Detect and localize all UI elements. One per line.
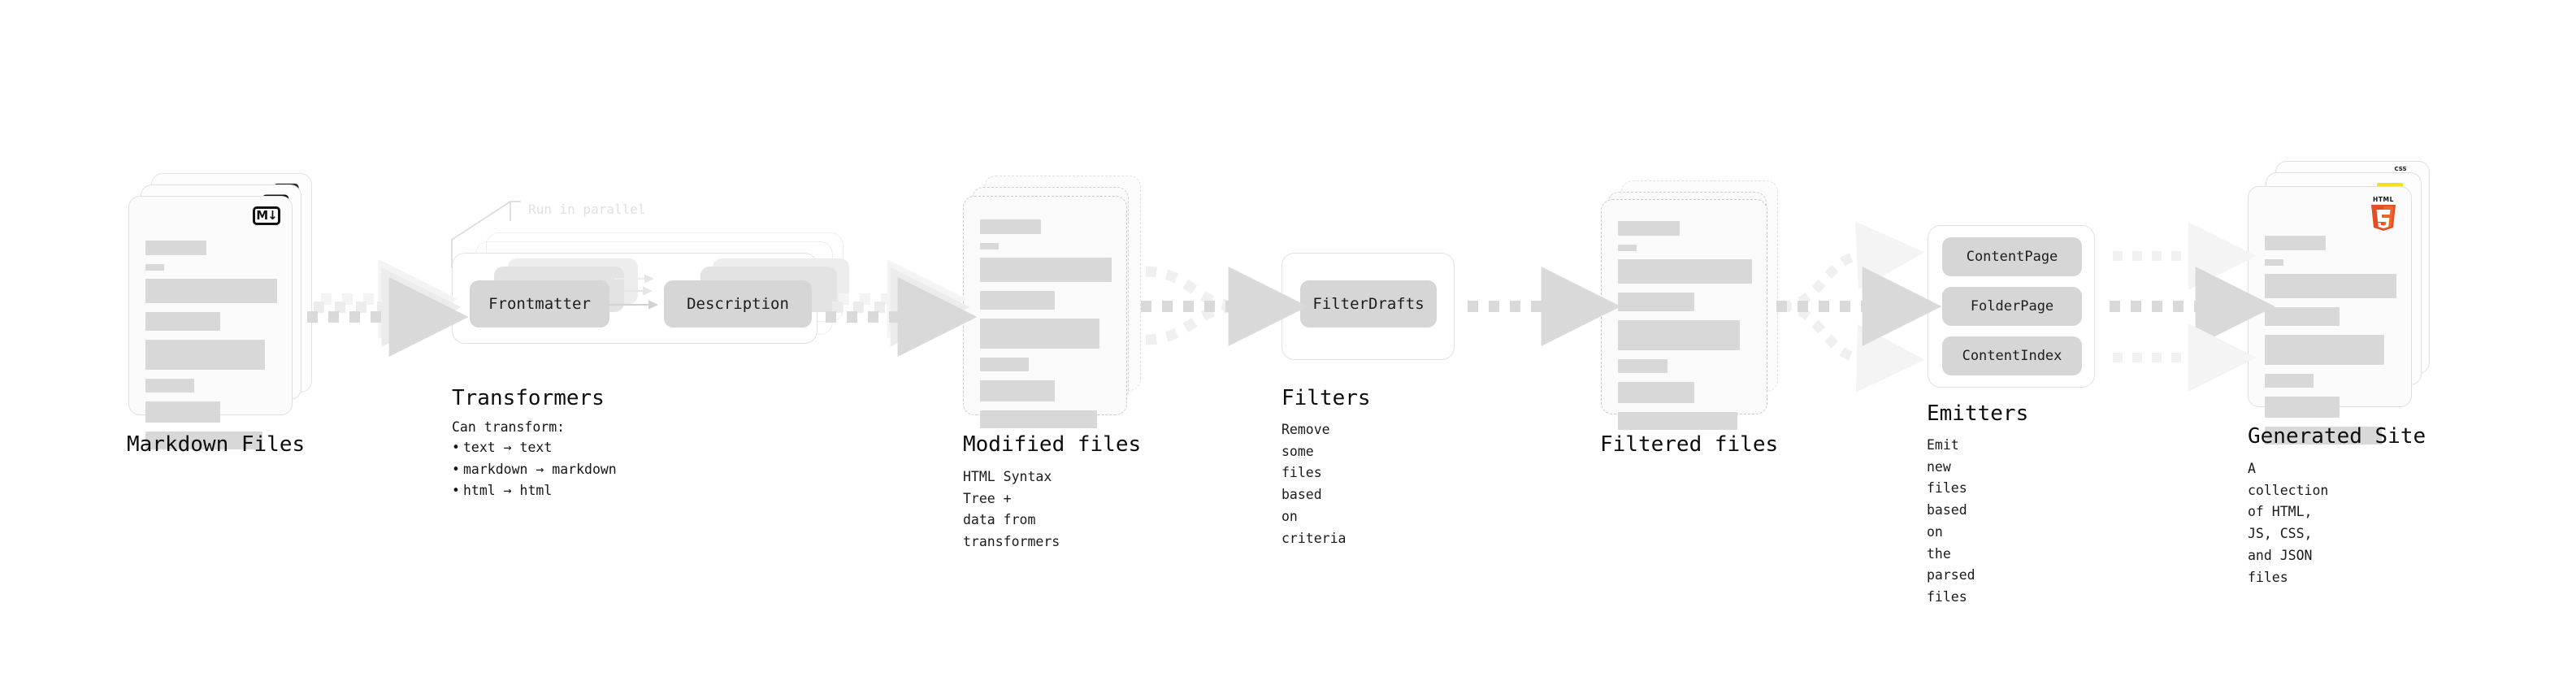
emitter-chip-folderpage[interactable]: FolderPage (1942, 287, 2082, 326)
html5-logo-icon: HTML (2369, 195, 2398, 231)
doc-content-lines (980, 219, 1112, 437)
doc-content-lines (145, 241, 277, 458)
generated-card-front: HTML (2248, 186, 2412, 445)
emitter-chip-contentindex[interactable]: ContentIndex (1942, 336, 2082, 375)
stage-title-markdown-files: Markdown Files (127, 432, 306, 457)
stage-title-transformers: Transformers (452, 386, 605, 410)
arrow-emitters-to-site (2110, 222, 2275, 392)
doc-content-lines (1618, 221, 1752, 439)
markdown-card-front: M↓ (128, 196, 293, 449)
bullet-item: html → html (452, 480, 617, 502)
transformer-chip-description[interactable]: Description (664, 280, 812, 327)
doc-content-lines (2265, 236, 2396, 453)
stage-title-modified-files: Modified files (963, 432, 1142, 457)
stage-title-filtered-files: Filtered files (1600, 432, 1779, 457)
stage-title-emitters: Emitters (1927, 401, 2029, 426)
modified-card-front (963, 196, 1127, 428)
run-in-parallel-label: Run in parallel (528, 202, 646, 217)
stage-title-filters: Filters (1281, 386, 1371, 410)
arrow-markdown-to-transformers (307, 259, 469, 357)
transformers-bullet-list: Can transform: text → text markdown → ma… (452, 419, 617, 502)
stage-subtitle-modified-files: HTML Syntax Tree + data from transformer… (963, 469, 1060, 550)
bullets-header: Can transform: (452, 419, 566, 435)
bullet-item: text → text (452, 437, 617, 459)
filtered-card-front (1601, 199, 1767, 430)
arrow-modified-to-filters (1141, 266, 1308, 346)
arrow-filtered-to-emitters (1776, 221, 1942, 393)
stage-subtitle-filters: Remove some files based on criteria (1281, 422, 1347, 546)
markdown-badge-icon: M↓ (253, 206, 280, 225)
svg-text:HTML: HTML (2373, 196, 2394, 203)
transformer-chip-frontmatter[interactable]: Frontmatter (470, 280, 609, 327)
stage-title-generated-site: Generated Site (2248, 424, 2426, 449)
bullet-item: markdown → markdown (452, 459, 617, 481)
stage-subtitle-generated-site: A collection of HTML, JS, CSS, and JSON … (2248, 461, 2329, 585)
stage-subtitle-emitters: Emit new files based on the parsed files (1927, 437, 1975, 605)
filter-chip-filterdrafts[interactable]: FilterDrafts (1300, 280, 1437, 327)
emitter-chip-contentpage[interactable]: ContentPage (1942, 237, 2082, 276)
